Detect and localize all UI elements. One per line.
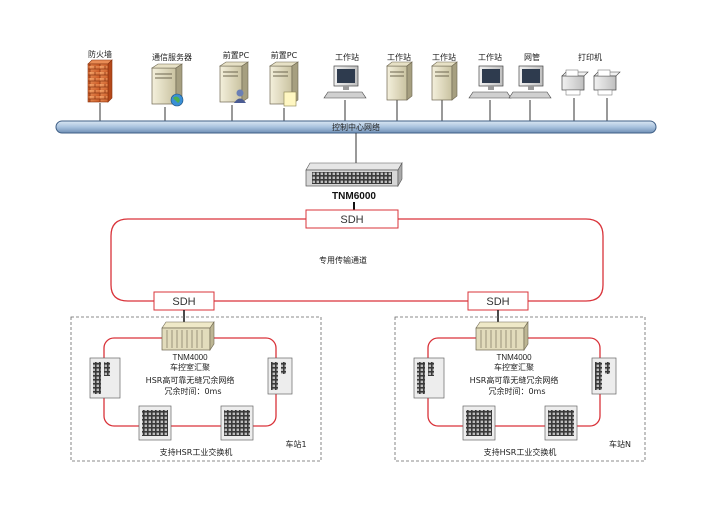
station-1-role: 车控室汇聚 — [170, 362, 210, 372]
sdh-top-label: SDH — [340, 214, 363, 226]
device-drop-lines — [99, 98, 608, 121]
workstation-4-icon — [468, 65, 512, 99]
transport-label: 专用传输通道 — [319, 255, 367, 265]
front-pc-1-icon — [219, 61, 249, 103]
station-n-hsr-switch-bottom-left — [462, 405, 496, 441]
sdh-station-1-label: SDH — [172, 296, 195, 308]
sdh-station-n-label: SDH — [486, 296, 509, 308]
workstation-2-icon — [386, 61, 413, 101]
station-1: TNM4000 车控室汇聚 HSR高可靠无缝冗余网络 冗余时间：0ms 车站1 … — [70, 316, 322, 462]
station-1-hsr-switch-right — [267, 357, 293, 395]
workstation-4-label: 工作站 — [478, 52, 502, 62]
station-1-hsr-switch-bottom-left — [138, 405, 172, 441]
station-1-boundary — [70, 316, 322, 462]
station-n-boundary — [394, 316, 646, 462]
tnm6000-label: TNM6000 — [332, 191, 376, 202]
station-1-hsr-switch-bottom-right — [220, 405, 254, 441]
workstation-1-icon — [323, 65, 367, 99]
station-1-tnm4000-icon — [161, 321, 215, 351]
tnm6000-switch-icon — [305, 161, 403, 188]
station-n-hsr-switch-bottom-right — [544, 405, 578, 441]
workstation-1-label: 工作站 — [335, 52, 359, 62]
station-n-hsr-title: HSR高可靠无缝冗余网络 — [470, 375, 559, 385]
printer-label: 打印机 — [578, 52, 602, 62]
bus-label: 控制中心网络 — [332, 122, 380, 132]
netmgmt-icon — [508, 65, 552, 99]
netmgmt-label: 网管 — [524, 52, 540, 62]
firewall-label: 防火墙 — [88, 49, 112, 59]
comm-server-icon — [151, 63, 184, 107]
station-n-hsr-switch-left — [413, 357, 445, 399]
printer-icon — [561, 69, 621, 96]
comm-server-label: 通信服务器 — [152, 52, 192, 62]
workstation-2-label: 工作站 — [387, 52, 411, 62]
firewall-icon — [87, 59, 113, 103]
front-pc-1-label: 前置PC — [223, 50, 250, 60]
station-n-redundancy: 冗余时间：0ms — [488, 386, 545, 396]
station-n-name: 车站N — [609, 439, 631, 449]
station-1-hsr-title: HSR高可靠无缝冗余网络 — [146, 375, 235, 385]
station-n-model: TNM4000 — [496, 353, 532, 362]
station-n: TNM4000 车控室汇聚 HSR高可靠无缝冗余网络 冗余时间：0ms 车站N … — [394, 316, 646, 462]
workstation-3-label: 工作站 — [432, 52, 456, 62]
station-1-name: 车站1 — [285, 439, 306, 449]
station-1-switch-label: 支持HSR工业交换机 — [160, 447, 233, 457]
workstation-3-icon — [431, 61, 458, 101]
front-pc-2-label: 前置PC — [271, 50, 298, 60]
station-n-role: 车控室汇聚 — [494, 362, 534, 372]
station-1-hsr-switch-left — [89, 357, 121, 399]
station-1-redundancy: 冗余时间：0ms — [164, 386, 221, 396]
station-n-hsr-switch-right — [591, 357, 617, 395]
sdh-box-top — [305, 209, 399, 229]
station-1-model: TNM4000 — [172, 353, 208, 362]
station-n-switch-label: 支持HSR工业交换机 — [484, 447, 557, 457]
transport-ring — [110, 218, 604, 302]
station-n-tnm4000-icon — [475, 321, 529, 351]
front-pc-2-icon — [269, 61, 299, 107]
